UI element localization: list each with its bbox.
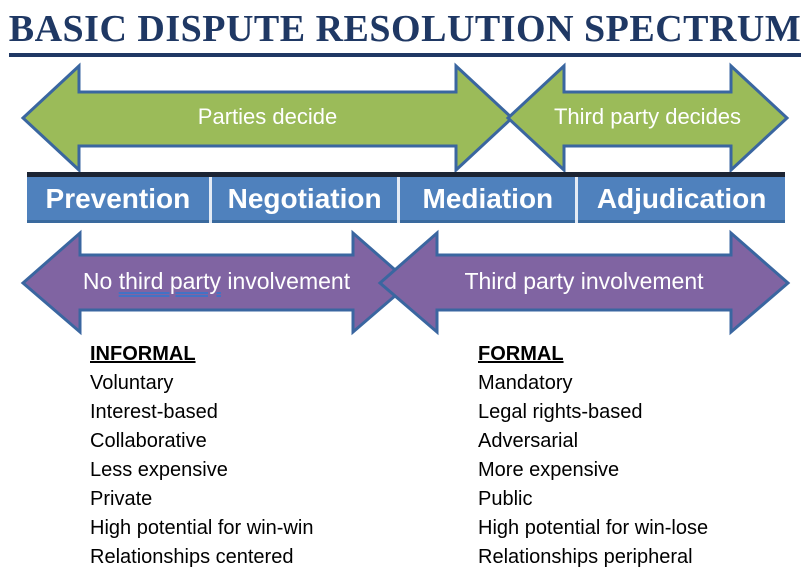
formal-heading: FORMAL [478, 343, 564, 365]
informal-list: INFORMAL Voluntary Interest-based Collab… [90, 340, 313, 572]
third-party-involvement-label: Third party involvement [464, 268, 704, 294]
label-text-pre: No [82, 268, 119, 294]
grammar-checked-text: third party [118, 268, 221, 294]
no-third-party-involvement-label: No third party involvement [23, 268, 410, 296]
bar-segment-adjudication: Adjudication [578, 177, 786, 223]
third-party-decides-label: Third party decides [553, 104, 742, 129]
list-item: Relationships centered [90, 546, 294, 568]
formal-list: FORMAL Mandatory Legal rights-based Adve… [478, 340, 708, 572]
list-item: Legal rights-based [478, 401, 643, 423]
list-item: Adversarial [478, 430, 579, 452]
spectrum-bar: Prevention Negotiation Mediation Adjudic… [27, 172, 786, 223]
list-item: Private [90, 488, 153, 510]
list-item: Interest-based [90, 401, 218, 423]
list-item: Less expensive [90, 459, 228, 481]
parties-decide-label: Parties decide [197, 104, 338, 129]
label-text-post: involvement [220, 268, 351, 294]
informal-heading: INFORMAL [90, 343, 196, 365]
list-item: Mandatory [478, 372, 573, 394]
third-party-involvement-arrow [377, 229, 791, 336]
bar-segment-mediation: Mediation [400, 177, 576, 223]
list-item: More expensive [478, 459, 620, 481]
list-item: Public [478, 488, 533, 510]
bar-segment-prevention: Prevention [27, 177, 209, 223]
list-item: Relationships peripheral [478, 546, 693, 568]
third-party-decides-arrow [505, 62, 790, 174]
title-row: BASIC DISPUTE RESOLUTION SPECTRUM [0, 8, 810, 57]
bar-segment-negotiation: Negotiation [211, 177, 398, 223]
list-item: High potential for win-lose [478, 517, 709, 539]
list-item: High potential for win-win [90, 517, 314, 539]
list-item: Collaborative [90, 430, 207, 452]
list-item: Voluntary [90, 372, 174, 394]
page-title: BASIC DISPUTE RESOLUTION SPECTRUM [8, 8, 802, 57]
